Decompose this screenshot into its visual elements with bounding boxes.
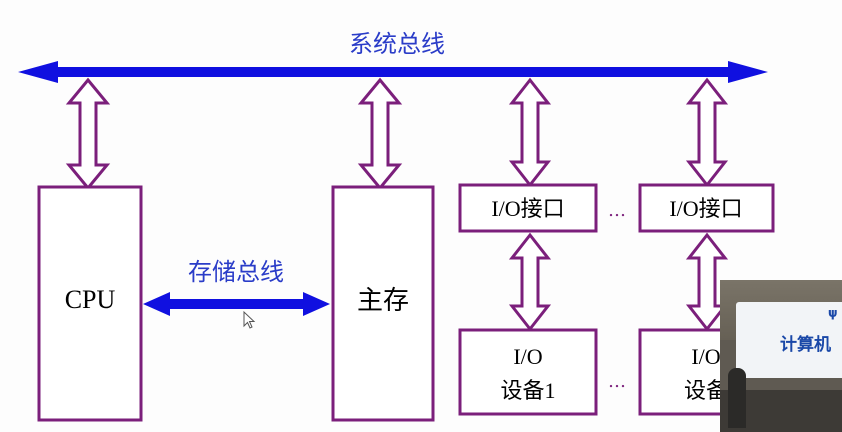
video-banner <box>736 302 842 378</box>
device-ellipsis: … <box>608 371 626 392</box>
io-interface-2-label: I/O接口 <box>669 196 742 221</box>
system-bus-arrow <box>18 61 768 83</box>
memory-bus-arrow <box>143 292 330 316</box>
io-device-1-box <box>458 328 598 416</box>
io-interface-1-box <box>458 183 598 233</box>
io-interface-1-label: I/O接口 <box>491 196 564 221</box>
io-interface-2-box <box>638 183 775 233</box>
presenter-figure <box>728 368 746 428</box>
io-interface-2-bus-connector <box>685 77 729 188</box>
io-device-2-line1: I/O <box>691 344 720 369</box>
io-device-1-connector <box>508 232 552 332</box>
io-device-1-line2: 设备1 <box>500 378 555 403</box>
memory-bus-label: 存储总线 <box>188 258 284 286</box>
memory-bus-connector <box>357 77 403 191</box>
io-device-1-line1: I/O <box>513 344 542 369</box>
cpu-box <box>37 185 143 422</box>
io-interface-1-bus-connector <box>508 77 552 188</box>
main-memory-label: 主存 <box>357 286 409 316</box>
system-bus-label: 系统总线 <box>349 30 445 58</box>
presenter-video-inset: ψ 计算机 <box>720 280 842 432</box>
video-banner-small-text: ψ <box>828 306 838 320</box>
mouse-cursor-icon <box>243 310 256 329</box>
cpu-label: CPU <box>65 285 116 314</box>
interface-ellipsis: … <box>608 200 626 221</box>
main-memory-box <box>331 185 435 422</box>
cpu-bus-connector <box>65 77 111 191</box>
video-banner-text: 计算机 <box>780 335 831 355</box>
